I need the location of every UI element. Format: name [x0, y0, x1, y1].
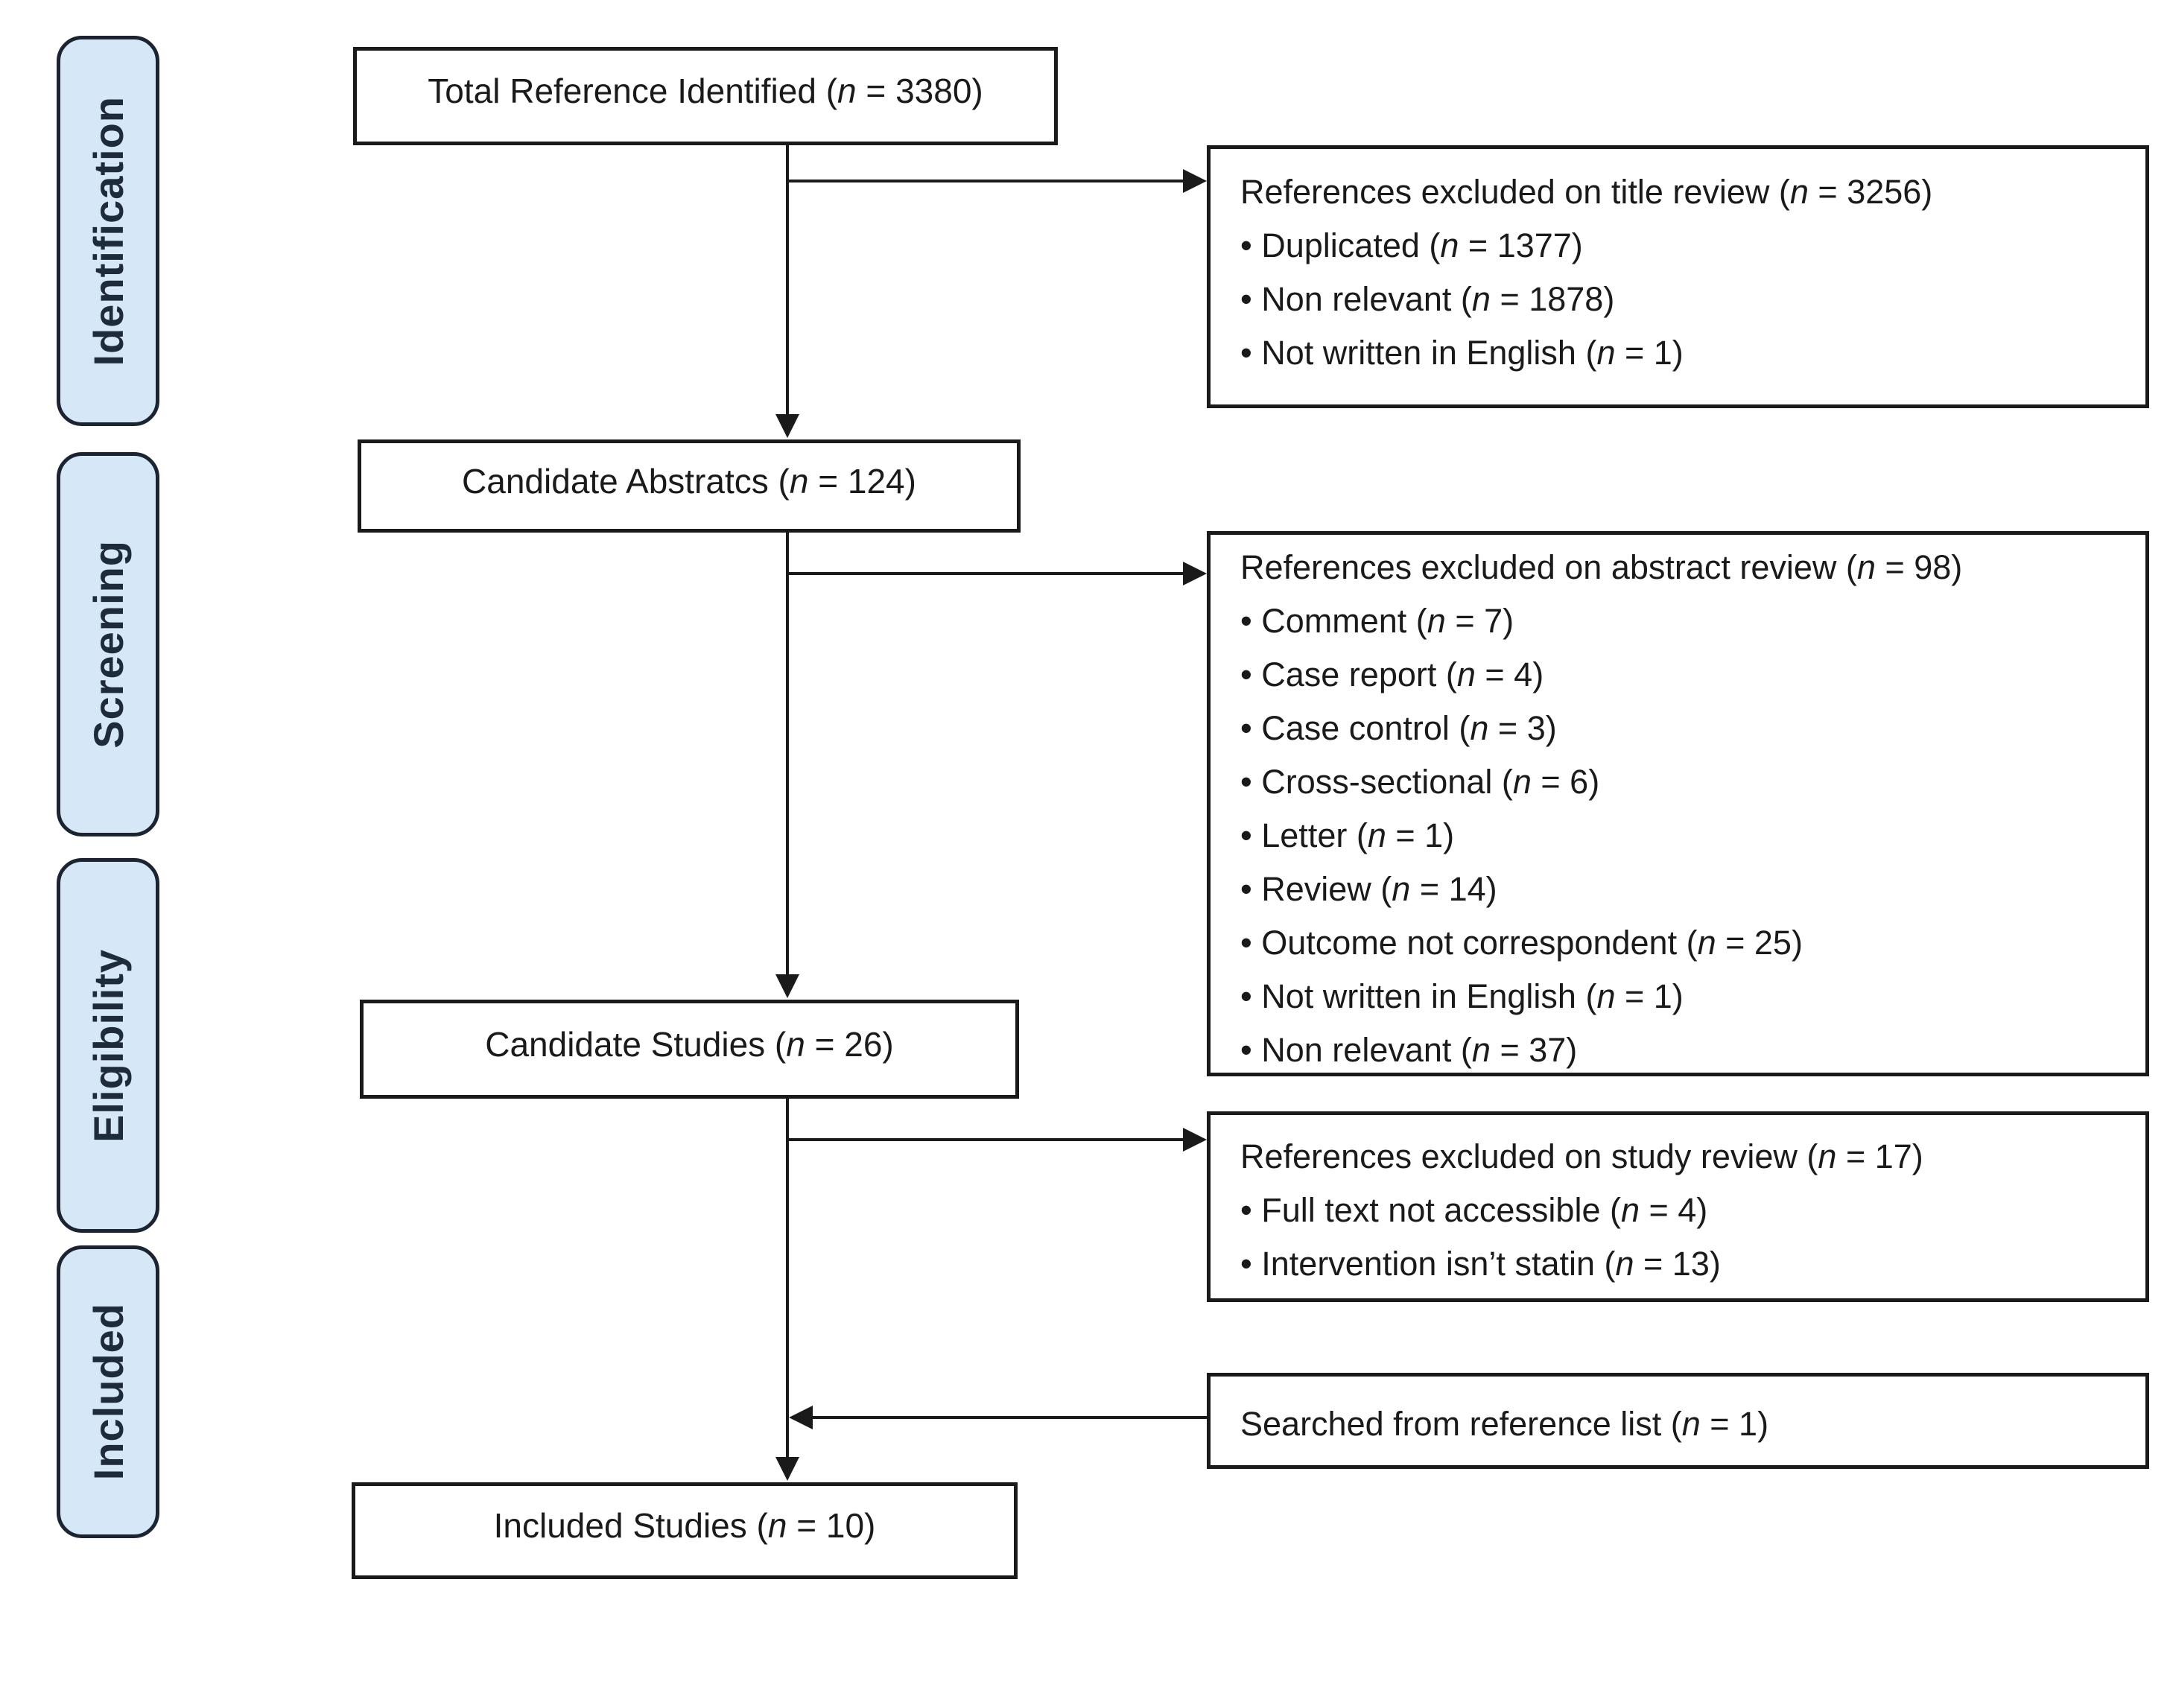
flow-line-abstracts-to-studies — [786, 533, 789, 977]
exclusion-box-abstract-review: References excluded on abstract review (… — [1207, 531, 2149, 1076]
exclusion-item: • Non relevant (n = 1878) — [1240, 280, 1615, 318]
branch-line-title-review — [787, 180, 1183, 182]
flow-box-included-studies-label: Included Studies (n = 10) — [493, 1506, 876, 1545]
exclusion-item: • Non relevant (n = 37) — [1240, 1031, 1578, 1069]
exclusion-item: • Not written in English (n = 1) — [1240, 334, 1684, 372]
searched-from-reference-list-box: Searched from reference list (n = 1) — [1207, 1373, 2149, 1469]
exclusion-item: • Letter (n = 1) — [1240, 816, 1455, 854]
branch-line-abstract-review — [787, 572, 1183, 575]
flow-box-candidate-abstracts: Candidate Abstratcs (n = 124) — [358, 439, 1021, 533]
exclusion-item: • Case control (n = 3) — [1240, 709, 1557, 747]
exclusion-item: • Case report (n = 4) — [1240, 655, 1544, 693]
stage-screening: Screening — [57, 452, 159, 836]
flow-box-total-references-label: Total Reference Identified (n = 3380) — [428, 72, 983, 110]
exclusion-item: • Not written in English (n = 1) — [1240, 977, 1684, 1015]
branch-line-study-review — [787, 1138, 1183, 1141]
exclusion-item: • Cross-sectional (n = 6) — [1240, 763, 1600, 801]
branch-line-reference-list — [813, 1416, 1207, 1419]
searched-from-reference-list-label: Searched from reference list (n = 1) — [1240, 1405, 1769, 1443]
stage-screening-label: Screening — [84, 540, 132, 749]
stage-included-label: Included — [84, 1303, 132, 1481]
exclusion-item: • Full text not accessible (n = 4) — [1240, 1191, 1708, 1229]
arrowhead-down-icon — [775, 974, 799, 998]
flow-box-candidate-studies-label: Candidate Studies (n = 26) — [485, 1024, 894, 1064]
flow-box-candidate-abstracts-label: Candidate Abstratcs (n = 124) — [462, 461, 916, 501]
exclusion-box-study-review: References excluded on study review (n =… — [1207, 1111, 2149, 1302]
flow-box-total-references: Total Reference Identified (n = 3380) — [353, 47, 1058, 145]
stage-identification: Identification — [57, 36, 159, 426]
flow-line-studies-to-included — [786, 1099, 789, 1461]
exclusion-box-title-review: References excluded on title review (n =… — [1207, 145, 2149, 408]
stage-eligibility-label: Eligibility — [84, 948, 132, 1143]
exclusion-box-abstract-review-title: References excluded on abstract review (… — [1240, 548, 1963, 586]
exclusion-item: • Review (n = 14) — [1240, 870, 1497, 908]
arrowhead-right-icon — [1183, 169, 1207, 193]
stage-included: Included — [57, 1245, 159, 1538]
stage-eligibility: Eligibility — [57, 858, 159, 1233]
exclusion-item: • Outcome not correspondent (n = 25) — [1240, 924, 1803, 962]
stage-identification-label: Identification — [84, 95, 132, 366]
arrowhead-right-icon — [1183, 562, 1207, 585]
flow-box-included-studies: Included Studies (n = 10) — [352, 1482, 1018, 1579]
arrowhead-down-icon — [775, 414, 799, 438]
exclusion-box-title-review-title: References excluded on title review (n =… — [1240, 173, 1933, 211]
arrowhead-right-icon — [1183, 1128, 1207, 1152]
arrowhead-down-icon — [775, 1457, 799, 1481]
arrowhead-left-icon — [789, 1406, 813, 1429]
flow-box-candidate-studies: Candidate Studies (n = 26) — [360, 1000, 1019, 1099]
exclusion-box-study-review-title: References excluded on study review (n =… — [1240, 1137, 1923, 1175]
exclusion-item: • Comment (n = 7) — [1240, 602, 1514, 640]
exclusion-item: • Intervention isn’t statin (n = 13) — [1240, 1245, 1721, 1283]
exclusion-item: • Duplicated (n = 1377) — [1240, 226, 1583, 264]
flow-line-total-to-abstracts — [786, 145, 789, 419]
